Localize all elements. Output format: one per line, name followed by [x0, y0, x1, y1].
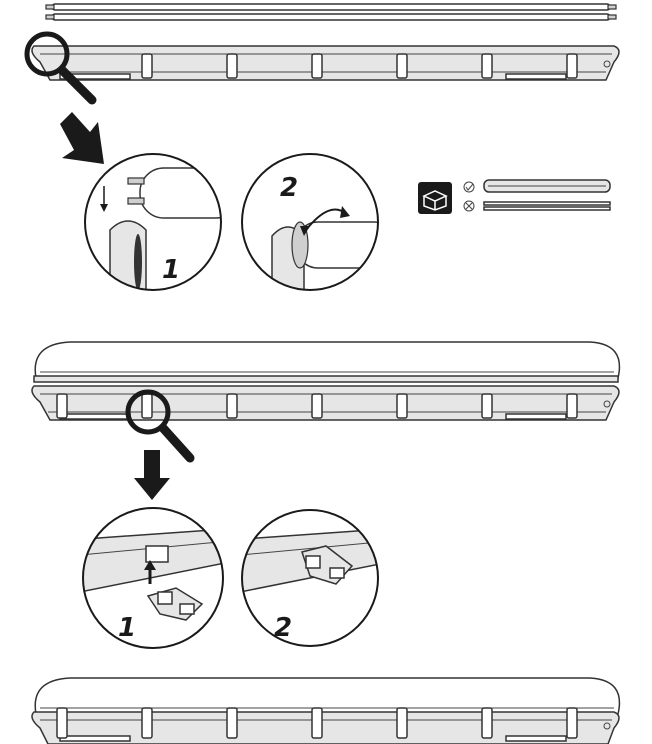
detail-circle-tube-2: 2	[241, 153, 379, 291]
cross-circle-icon	[463, 200, 475, 212]
fluorescent-tubes	[45, 3, 617, 21]
fixture-cover	[33, 341, 621, 383]
step-number-tube-1: 1	[162, 255, 180, 285]
step-number-clip-2: 2	[274, 613, 292, 643]
fixture-assembled	[31, 677, 621, 744]
down-arrow-1	[60, 112, 104, 164]
fixture-base-closed	[31, 385, 620, 421]
step-number-clip-1: 1	[118, 613, 136, 643]
detail-circle-clip-2: 2	[241, 509, 379, 647]
magnifier-icon	[125, 389, 195, 463]
detail-circle-tube-1: 1	[84, 153, 222, 291]
magnifier-icon	[24, 31, 97, 105]
fixture-base-open	[31, 45, 620, 81]
package-contents	[418, 179, 611, 214]
step-number-tube-2: 2	[280, 173, 298, 203]
down-arrow-2	[134, 450, 170, 500]
check-circle-icon	[463, 181, 475, 193]
detail-circle-clip-1: 1	[82, 507, 224, 649]
open-box-icon	[418, 182, 452, 214]
